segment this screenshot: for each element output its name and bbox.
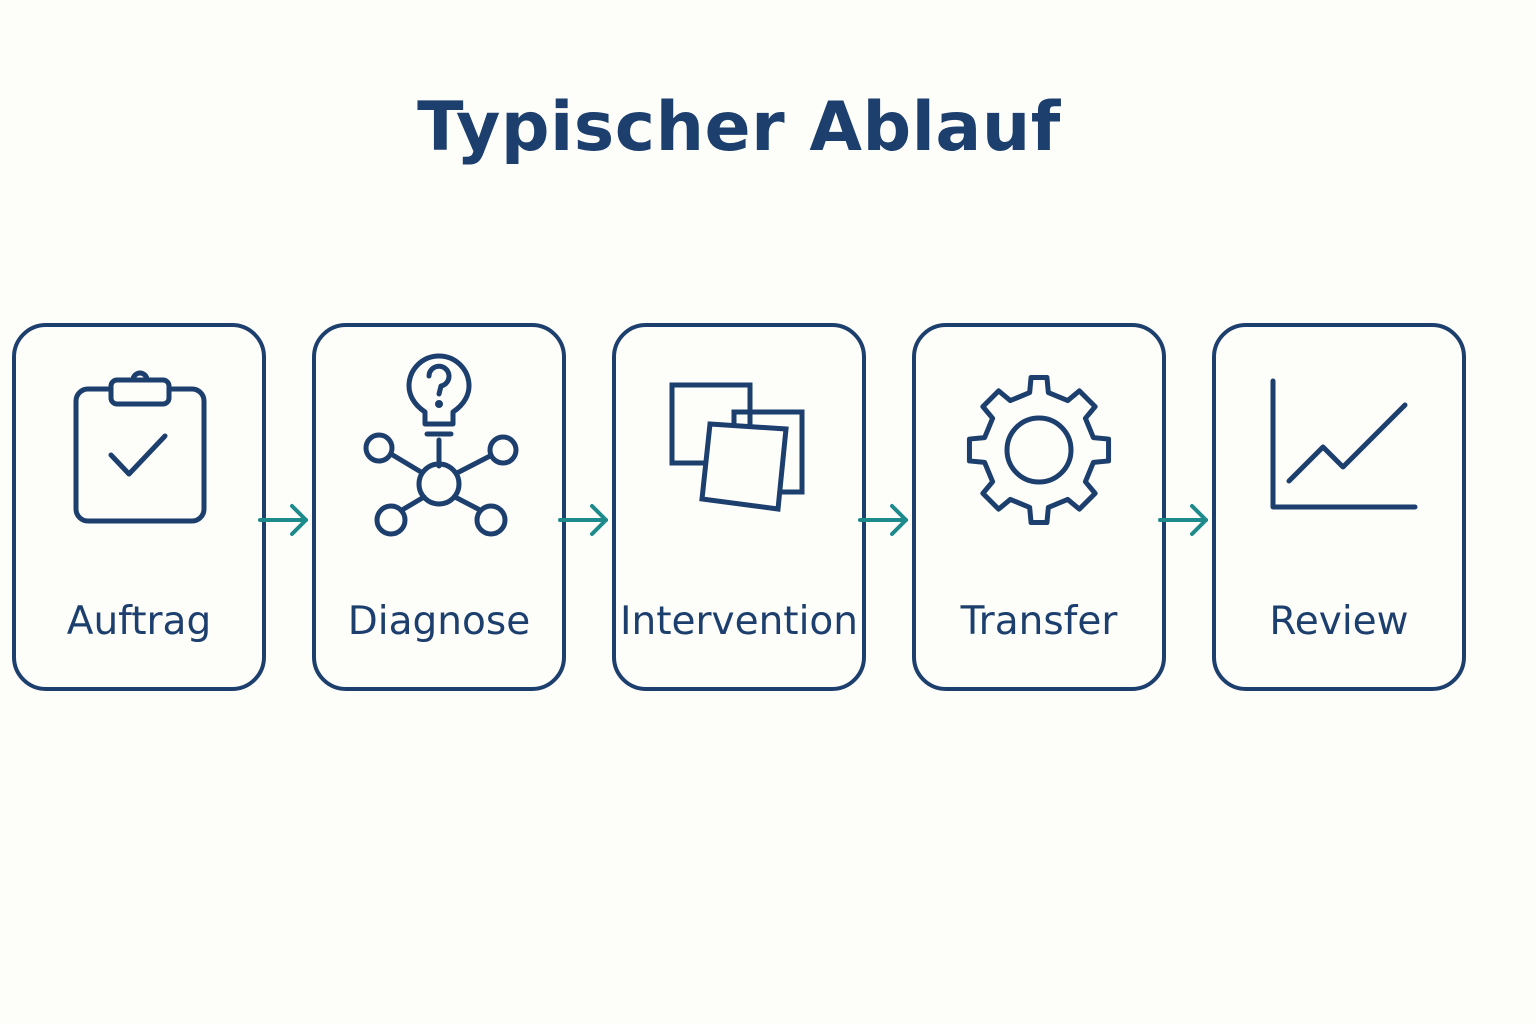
diagram-title: Typischer Ablauf <box>417 88 1061 167</box>
arrow-right-icon <box>258 502 312 538</box>
step-label: Review <box>1269 599 1409 644</box>
step-label: Auftrag <box>66 599 212 644</box>
step-label: Transfer <box>960 599 1118 644</box>
step-label: Intervention <box>619 599 859 644</box>
step-auftrag: Auftrag <box>12 323 266 691</box>
step-label: Diagnose <box>347 599 531 644</box>
arrow-right-icon <box>1158 502 1212 538</box>
gear-icon <box>916 367 1162 527</box>
step-review: Review <box>1212 323 1466 691</box>
step-intervention: Intervention <box>612 323 866 691</box>
line-chart-icon <box>1216 367 1462 527</box>
arrow-right-icon <box>558 502 612 538</box>
lightbulb-network-icon <box>316 353 562 537</box>
step-transfer: Transfer <box>912 323 1166 691</box>
clipboard-check-icon <box>16 367 262 527</box>
step-diagnose: Diagnose <box>312 323 566 691</box>
arrow-right-icon <box>858 502 912 538</box>
overlapping-squares-icon <box>616 367 862 527</box>
